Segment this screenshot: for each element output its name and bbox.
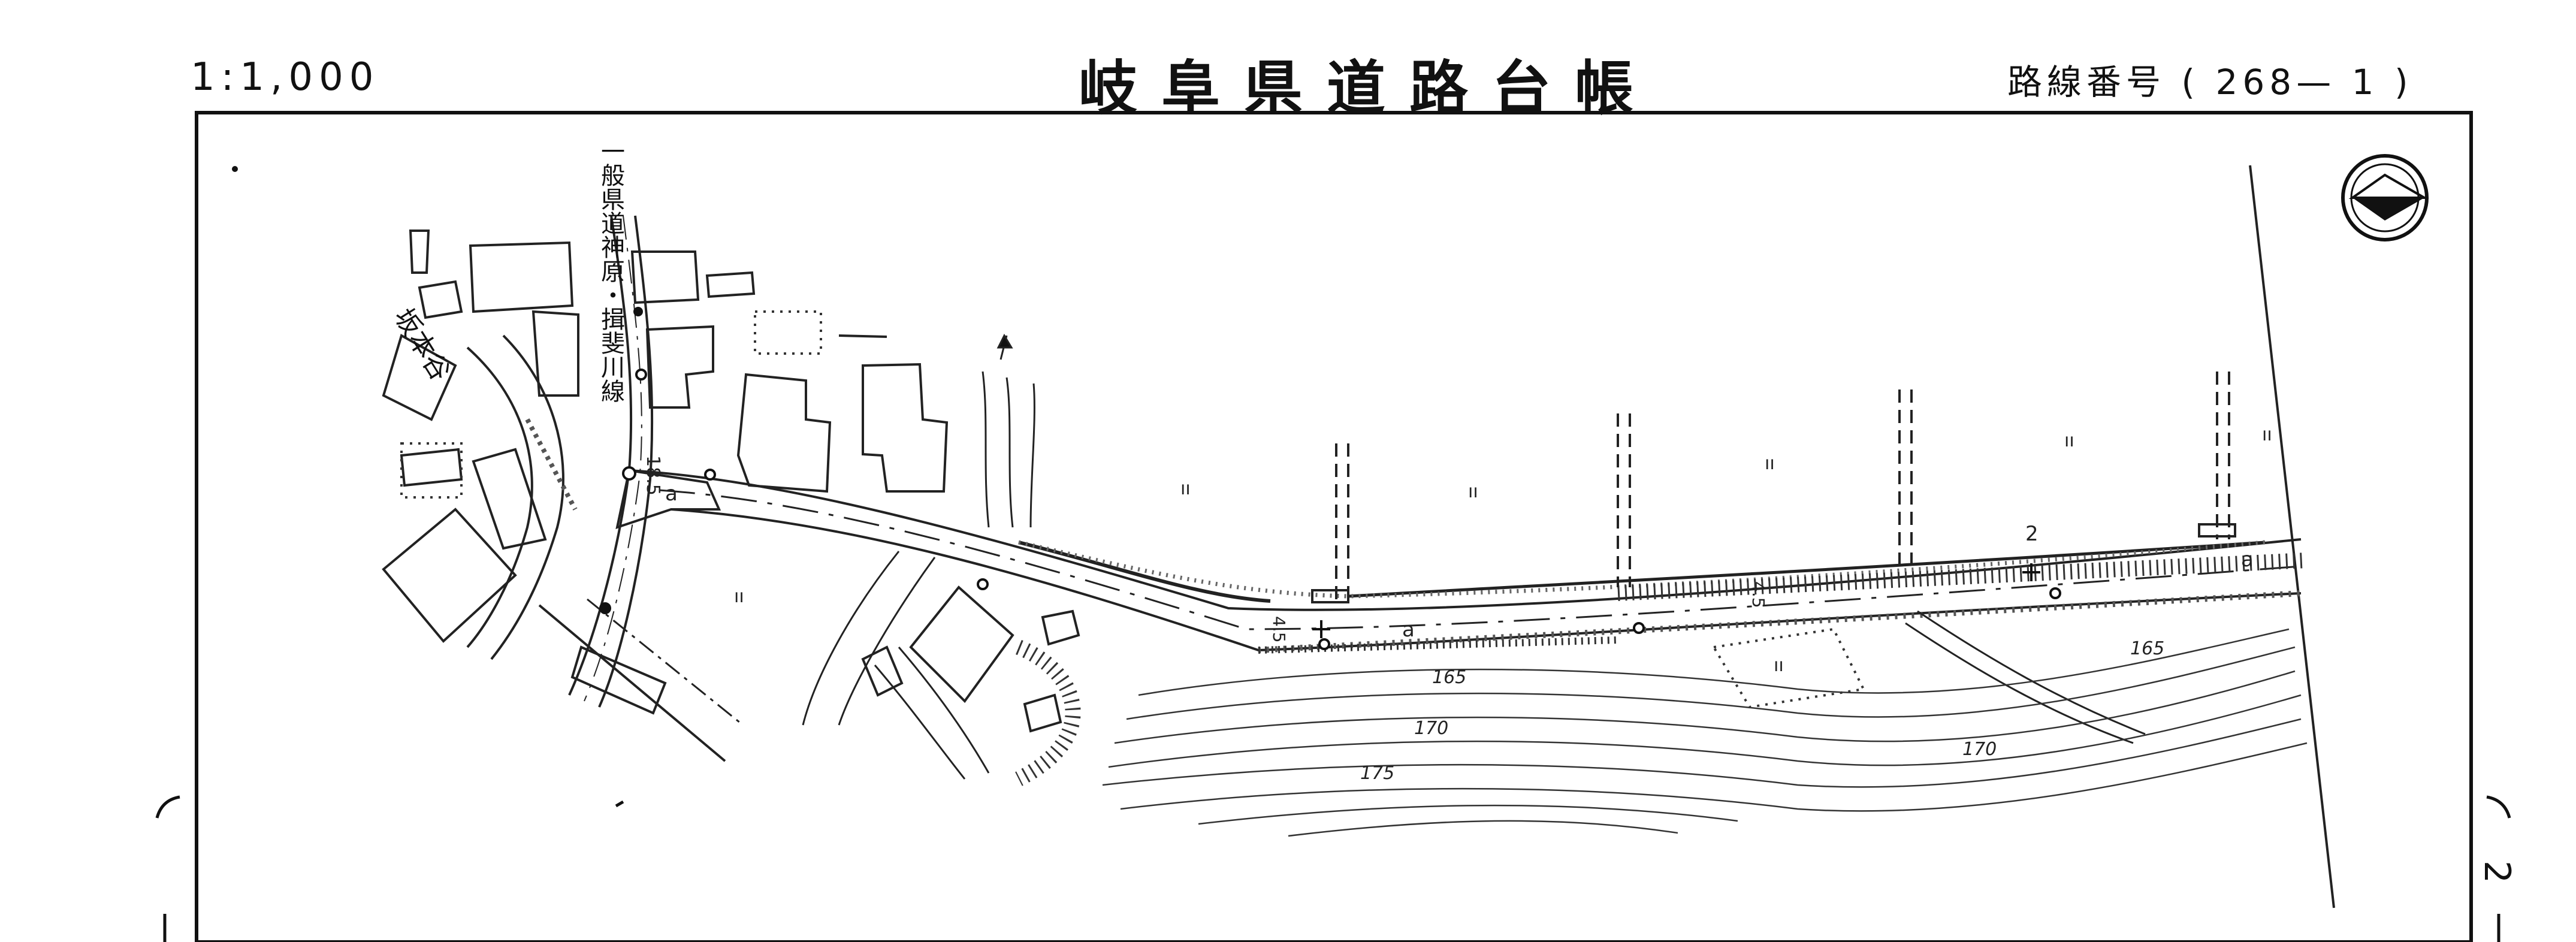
field-mark: ıı bbox=[1468, 481, 1478, 502]
land-category-label: a bbox=[1402, 618, 1415, 642]
sheet-boundary-line bbox=[2249, 165, 2335, 908]
sheet-number: 2 bbox=[2476, 860, 2518, 884]
land-category-label: a bbox=[2241, 548, 2254, 572]
field-mark: ıı bbox=[734, 586, 744, 607]
main-road bbox=[629, 469, 2302, 653]
survey-points bbox=[599, 307, 2061, 650]
road-width-label: 18.5 bbox=[642, 455, 663, 496]
field-mark: ıı bbox=[2064, 430, 2074, 451]
prefectural-road-name: 一般県道神原・揖斐川線 bbox=[597, 139, 624, 403]
contour-label: 165 bbox=[1432, 667, 1466, 688]
map-frame bbox=[195, 111, 2473, 942]
north-branch-road bbox=[982, 333, 1035, 528]
station-posts bbox=[1311, 372, 2236, 603]
contour-label: 170 bbox=[1962, 739, 1997, 760]
road-width-label: 4.5 bbox=[1269, 616, 1289, 643]
land-category-label: a bbox=[665, 482, 678, 506]
map-scale: 1:1,000 bbox=[191, 55, 380, 99]
embankment-hatching bbox=[1015, 552, 2308, 786]
field-mark: ıı bbox=[1774, 655, 1784, 676]
road-width-label: 2 bbox=[2025, 522, 2039, 546]
contour-label: 175 bbox=[1360, 763, 1394, 784]
stray-dot bbox=[232, 166, 238, 172]
contour-label: 165 bbox=[2130, 638, 2164, 659]
contour-lines bbox=[1102, 628, 2308, 837]
left-margin-bracket bbox=[155, 795, 180, 819]
contour-label: 170 bbox=[1414, 718, 1448, 739]
field-mark: ıı bbox=[2262, 424, 2272, 445]
cross-markers bbox=[1312, 563, 2040, 638]
route-number: 路線番号 ( 268— 1 ) bbox=[2007, 62, 2413, 102]
field-mark: ıı bbox=[1180, 478, 1191, 499]
road-width-label: 4.5 bbox=[1748, 581, 1768, 608]
field-mark: ıı bbox=[1765, 453, 1775, 474]
stray-mark bbox=[615, 800, 624, 808]
parcel-boundaries bbox=[400, 310, 1866, 709]
north-arrow-icon bbox=[2341, 154, 2429, 241]
right-margin-bracket bbox=[2486, 795, 2511, 819]
buildings bbox=[382, 230, 1080, 733]
lower-branch-roads bbox=[802, 551, 2146, 780]
